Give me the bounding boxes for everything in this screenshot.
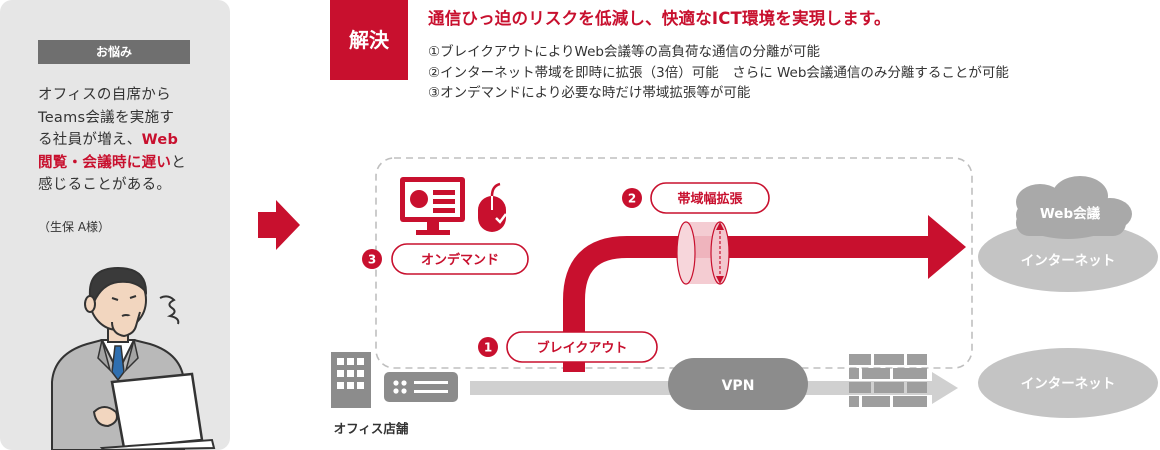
internet-top-label: インターネット [1021,253,1116,269]
solution-point: ②インターネット帯域を即時に拡張（3倍）可能 さらに Web会議通信のみ分離する… [428,64,1009,81]
breakout-arrow-head [928,215,966,279]
solution-point: ③オンデマンドにより必要な時だけ帯域拡張等が可能 [428,85,751,101]
worry-panel: お悩み オフィスの自席から Teams会議を実施す る社員が増え、Web 閲覧・… [0,0,230,450]
bandwidth-cylinder-icon [676,221,730,285]
solution-title: 通信ひっ迫のリスクを低減し、快適なICT環境を実現します。 [428,9,891,28]
solution-badge: 解決 [330,0,408,80]
transition-arrow-icon [258,200,300,250]
on-demand-pill [391,243,529,275]
router-icon [384,372,458,402]
worry-line-3: る社員が増え、 [38,132,142,148]
worry-highlight-1: Web [141,132,179,148]
bandwidth-number: 2 [628,192,636,206]
worry-line-4: と [171,154,187,171]
office-building-icon [331,352,371,408]
internet-cloud-top: Web会議 インターネット [978,176,1158,292]
worry-highlight-2: 閲覧・会議時に遅い [38,154,172,171]
customer-name: （生保 A様） [38,220,111,234]
breakout-number: 1 [484,341,492,355]
vpn-label: VPN [722,378,755,394]
worry-line-2: Teams会議を実施す [38,109,175,126]
web-meeting-label: Web会議 [1040,205,1101,222]
internet-bottom-label: インターネット [1021,376,1116,392]
breakout-pill [506,331,658,363]
bandwidth-pill [650,182,770,214]
vpn-tunnel: VPN [668,358,808,410]
breakout-label: ブレイクアウト [537,340,628,356]
worry-line-5: 感じることがある。 [38,177,172,193]
bandwidth-label: 帯域幅拡張 [677,191,743,207]
on-demand-label: オンデマンド [421,252,499,268]
breakout-red-path [563,236,930,372]
on-demand-number: 3 [368,253,376,267]
worry-line-1: オフィスの自席から [38,87,171,103]
worried-person-illustration [51,266,216,450]
solution-point: ①ブレイクアウトによりWeb会議等の高負荷な通信の分離が可能 [428,44,820,60]
firewall-icon [849,354,927,407]
worry-badge: お悩み [38,40,190,64]
internet-cloud-bottom: インターネット [978,348,1158,418]
mouse-icon [478,182,507,232]
office-label: オフィス店舗 [334,421,409,436]
worry-description: オフィスの自席から Teams会議を実施す る社員が増え、Web 閲覧・会議時に… [38,84,208,197]
solution-points: ①ブレイクアウトによりWeb会議等の高負荷な通信の分離が可能 ②インターネット帯… [428,42,1009,104]
monitor-icon [400,177,465,235]
